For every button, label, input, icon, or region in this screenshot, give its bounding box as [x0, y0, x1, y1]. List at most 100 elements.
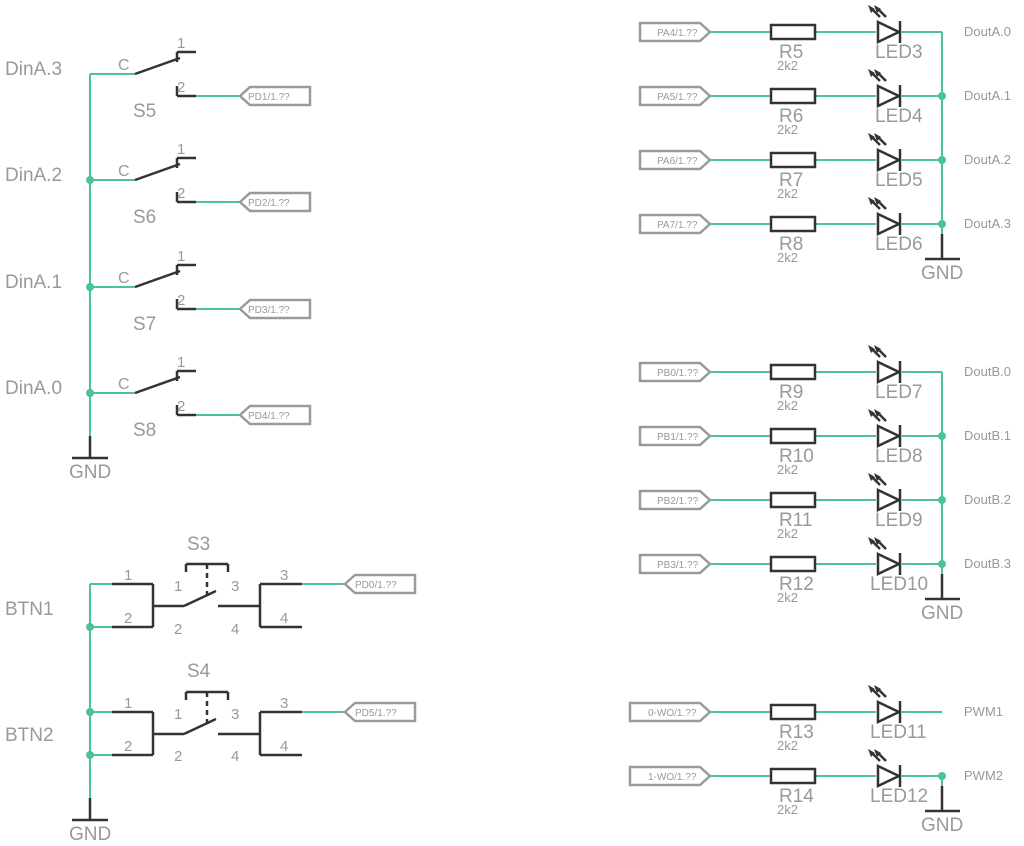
pin-4-inner: 4 — [231, 748, 239, 765]
led-ref: LED3 — [875, 42, 923, 63]
resistor-body — [769, 151, 817, 169]
net-label: DoutA.1 — [964, 88, 1011, 103]
junction-dot — [938, 92, 946, 100]
port-label: PA5/1.?? — [657, 92, 698, 103]
pin-1-inner: 1 — [174, 578, 182, 595]
port-label: PD2/1.?? — [248, 198, 290, 209]
resistor-ref: R11 — [779, 510, 812, 531]
resistor-body — [769, 555, 817, 573]
net-label-dina1: DinA.1 — [5, 272, 62, 293]
pin-1: 1 — [124, 567, 132, 584]
ground-symbol: GND — [921, 786, 963, 836]
switch-ref: S5 — [133, 101, 156, 122]
resistor-value: 2k2 — [777, 250, 798, 265]
led-ref: LED6 — [875, 234, 923, 255]
resistor-ref: R8 — [779, 234, 803, 255]
pin-2-inner: 2 — [174, 748, 182, 765]
pin-1-inner: 1 — [174, 706, 182, 723]
pin-4-inner: 4 — [231, 621, 239, 638]
resistor-value: 2k2 — [777, 738, 798, 753]
port-label: 0-WO/1.?? — [648, 708, 697, 719]
junction-dot — [938, 496, 946, 504]
net-label: DoutB.2 — [964, 492, 1011, 507]
port-label: PB2/1.?? — [657, 496, 699, 507]
pin-2: 2 — [177, 292, 185, 309]
push-button-s4: BTN2 S4 1 2 1 3 2 4 3 4 PD5/1.?? — [5, 661, 417, 765]
junction-dot — [938, 772, 946, 780]
led-group: GNDPB0/1.??R92k2LED7DoutB.0PB1/1.??R102k… — [638, 345, 1011, 624]
resistor-body — [769, 491, 817, 509]
led-ref: LED10 — [870, 574, 928, 595]
net-label: DoutA.0 — [964, 24, 1011, 39]
led-group: GNDPA4/1.??R52k2LED3DoutA.0PA5/1.??R62k2… — [638, 5, 1011, 284]
led-icon — [868, 69, 902, 108]
led-icon — [868, 409, 902, 448]
led-ref: LED5 — [875, 170, 923, 191]
switch-ref: S7 — [133, 314, 156, 335]
resistor-ref: R7 — [779, 170, 803, 191]
port-label-frame — [238, 85, 312, 107]
led-icon — [868, 749, 902, 788]
net-label: DoutB.1 — [964, 428, 1011, 443]
port-label: PA6/1.?? — [657, 156, 698, 167]
gnd-label: GND — [921, 815, 963, 836]
pin-2: 2 — [177, 79, 185, 96]
port-label: 1-WO/1.?? — [648, 772, 697, 783]
gnd-label: GND — [69, 824, 111, 845]
pin-4: 4 — [280, 738, 288, 755]
net-label: DoutB.0 — [964, 364, 1011, 379]
resistor-value: 2k2 — [777, 398, 798, 413]
resistor-body — [769, 427, 817, 445]
resistor-value: 2k2 — [777, 462, 798, 477]
ground-symbol-btn: GND — [69, 798, 111, 845]
resistor-ref: R13 — [779, 722, 814, 743]
switch-ref: S8 — [133, 420, 156, 441]
resistor-body — [769, 767, 817, 785]
resistor-value: 2k2 — [777, 802, 798, 817]
port-label-frame — [343, 701, 417, 723]
port-label: PD4/1.?? — [248, 411, 290, 422]
resistor-value: 2k2 — [777, 186, 798, 201]
led-ref: LED8 — [875, 446, 923, 467]
gnd-label: GND — [921, 263, 963, 284]
resistor-value: 2k2 — [777, 526, 798, 541]
port-label: PD5/1.?? — [355, 708, 397, 719]
resistor-body — [769, 23, 817, 41]
led-ref: LED12 — [870, 786, 928, 807]
pin-3: 3 — [280, 567, 288, 584]
pin-1: 1 — [177, 354, 185, 371]
gnd-label: GND — [921, 603, 963, 624]
gnd-label: GND — [69, 462, 111, 483]
pin-1: 1 — [124, 695, 132, 712]
led-icon — [868, 133, 902, 172]
port-label-frame — [628, 765, 712, 787]
button-ref: S3 — [187, 534, 210, 555]
port-label: PD1/1.?? — [248, 92, 290, 103]
toggle-switch-s6: DinA.2 C 1 2 PD2/1.?? S6 — [5, 141, 312, 228]
port-label: PB3/1.?? — [657, 560, 699, 571]
port-label: PA4/1.?? — [657, 28, 698, 39]
button-ref: S4 — [187, 661, 211, 682]
resistor-body — [769, 87, 817, 105]
pin-2: 2 — [177, 398, 185, 415]
net-label-btn1: BTN1 — [5, 599, 54, 620]
led-icon — [868, 685, 902, 724]
resistor-body — [769, 363, 817, 381]
pin-3-inner: 3 — [231, 706, 239, 723]
led-group: GND0-WO/1.??R132k2LED11PWM11-WO/1.??R142… — [628, 685, 1003, 836]
port-label-frame — [638, 361, 712, 383]
junction-dot — [938, 156, 946, 164]
port-label-frame — [638, 489, 712, 511]
pin-c: C — [118, 163, 130, 180]
port-label: PA7/1.?? — [657, 220, 698, 231]
port-label-frame — [638, 425, 712, 447]
net-label-dina3: DinA.3 — [5, 59, 62, 80]
